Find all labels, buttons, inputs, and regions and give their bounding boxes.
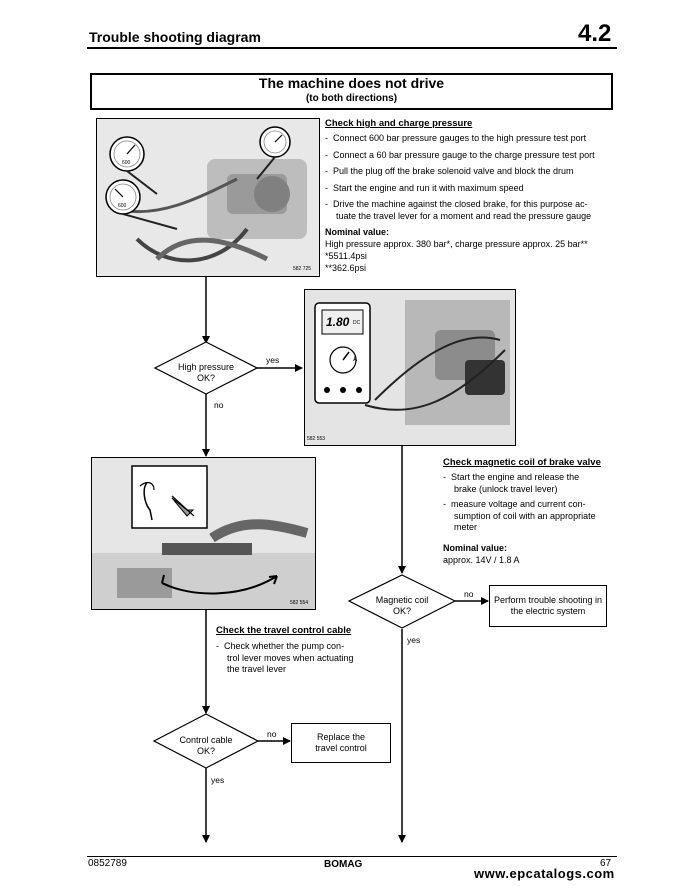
s1-b1-text: Connect 600 bar pressure gauges to the h… (333, 133, 587, 143)
section1-bullet-5: - Drive the machine against the closed b… (325, 199, 588, 209)
section2-heading: Check magnetic coil of brake valve (443, 457, 601, 468)
decision-high-pressure (153, 341, 259, 395)
s3-b3-text: the travel lever (227, 664, 287, 674)
d1-no-label: no (214, 400, 224, 410)
section2-bullet-2-cont2: meter (443, 522, 618, 534)
section2-bullet-1: - Start the engine and release the (443, 472, 580, 482)
title-sub: (to both directions) (305, 93, 398, 104)
meter-reading: 1.80 (326, 315, 350, 329)
section3-bullet-1-cont2: the travel lever (216, 664, 396, 676)
s3-b2-text: trol lever moves when actuating (227, 652, 354, 663)
decision2-line1: Magnetic coil (375, 595, 429, 605)
section1-bullet-5-cont: tuate the travel lever for a moment and … (325, 211, 615, 223)
decision3-line2: OK? (196, 746, 215, 756)
s1-b4-text: Start the engine and run it with maximum… (333, 182, 524, 193)
decision-magnetic-coil (347, 574, 457, 629)
d2-no-label: no (464, 589, 474, 599)
section3-heading: Check the travel control cable (216, 625, 352, 636)
footer-brand: BOMAG (324, 859, 363, 870)
section1-bullets: - Connect 600 bar pressure gauges to the… (325, 133, 615, 222)
decision3-label: Control cable OK? (158, 735, 254, 757)
box-replace-line2: travel control (315, 743, 367, 753)
d3-yes-label: yes (211, 775, 225, 785)
section1-nominal-label: Nominal value: (325, 227, 390, 237)
watermark: www.epcatalogs.com (474, 866, 615, 881)
s3-b1-text: Check whether the pump con- (224, 641, 345, 651)
d3-no-label: no (267, 729, 277, 739)
box-replace-line1: Replace the (316, 732, 366, 742)
section1-bullet-3: - Pull the plug off the brake solenoid v… (325, 166, 574, 176)
photo2-id: 582 553 (307, 436, 326, 442)
section1-heading: Check high and charge pressure (325, 118, 473, 129)
box-replace-travel-control: Replace the travel control (291, 723, 391, 763)
section2-nominal-value: approx. 14V / 1.8 A (443, 555, 520, 565)
s1-b5-text: Drive the machine against the closed bra… (333, 199, 588, 209)
s2-b4-text: sumption of coil with an appropriate (454, 510, 596, 521)
section2-nominal-label: Nominal value: (443, 543, 508, 553)
section-number: 4.2 (578, 20, 612, 47)
d2-yes-label: yes (407, 635, 421, 645)
s2-b2-text: brake (unlock travel lever) (454, 483, 558, 494)
decision3-line1: Control cable (179, 735, 233, 745)
photo1-id: 582 725 (293, 266, 312, 272)
photo3-id: 582 554 (290, 600, 309, 606)
section1-bullet-4: - Start the engine and run it with maxim… (325, 182, 524, 193)
engine-photo-1-illustration: 600 600 (97, 119, 319, 276)
box-electric-line1: Perform trouble shooting in (493, 595, 603, 605)
footer-page-number: 67 (600, 858, 612, 869)
page-title: Trouble shooting diagram (89, 29, 261, 45)
meter-unit: DC (353, 320, 361, 326)
s2-b3-text: measure voltage and current con- (451, 499, 586, 509)
section2-bullets: - Start the engine and release the brake… (443, 472, 618, 534)
svg-text:600: 600 (122, 160, 131, 166)
section3-bullet-1-cont1: trol lever moves when actuating (216, 653, 396, 665)
svg-text:600: 600 (118, 203, 127, 209)
photo-multimeter: A 1.80 DC 582 553 (304, 289, 516, 446)
engine-photo-3-illustration (92, 458, 315, 609)
s2-b5-text: meter (454, 522, 478, 532)
decision1-line1: High pressure (177, 362, 235, 372)
s2-b1-text: Start the engine and release the (451, 472, 580, 482)
decision2-label: Magnetic coil OK? (354, 595, 450, 617)
section2-bullet-2: - measure voltage and current con- (443, 499, 586, 509)
photo-pressure-gauges: 600 600 582 725 (96, 118, 320, 277)
decision1-label: High pressure OK? (160, 362, 252, 384)
section2-bullet-1-cont: brake (unlock travel lever) (443, 484, 618, 496)
d1-yes-label: yes (266, 355, 280, 365)
title-main: The machine does not drive (258, 75, 445, 91)
decision2-line2: OK? (392, 606, 411, 616)
section1-nominal-2: *5511.4psi (325, 251, 367, 261)
section1-nominal-1: High pressure approx. 380 bar*, charge p… (325, 239, 588, 249)
section1-bullet-2: - Connect a 60 bar pressure gauge to the… (325, 149, 595, 160)
header-rule (87, 47, 617, 49)
section3-bullet-1: - Check whether the pump con- (216, 641, 345, 651)
section1-nominal-3: **362.6psi (325, 263, 367, 273)
s1-b3-text: Pull the plug off the brake solenoid val… (333, 166, 574, 176)
box-electric-line2: the electric system (510, 606, 586, 616)
decision-control-cable (152, 713, 260, 769)
title-box: The machine does not drive (to both dire… (90, 73, 613, 110)
decision1-line2: OK? (196, 373, 215, 383)
footer-rule (87, 856, 617, 857)
photo-travel-control: 582 554 (91, 457, 316, 610)
section3-bullets: - Check whether the pump con- trol lever… (216, 641, 396, 676)
multimeter-illustration: A (305, 290, 515, 445)
s1-b2-text: Connect a 60 bar pressure gauge to the c… (333, 149, 595, 160)
svg-text:A: A (353, 357, 358, 363)
box-electric-troubleshooting: Perform trouble shooting in the electric… (489, 585, 607, 627)
section2-bullet-2-cont1: sumption of coil with an appropriate (443, 511, 618, 523)
section1-bullet-1: - Connect 600 bar pressure gauges to the… (325, 133, 587, 143)
footer-doc-number: 0852789 (88, 858, 127, 869)
s1-b6-text: tuate the travel lever for a moment and … (336, 210, 592, 221)
